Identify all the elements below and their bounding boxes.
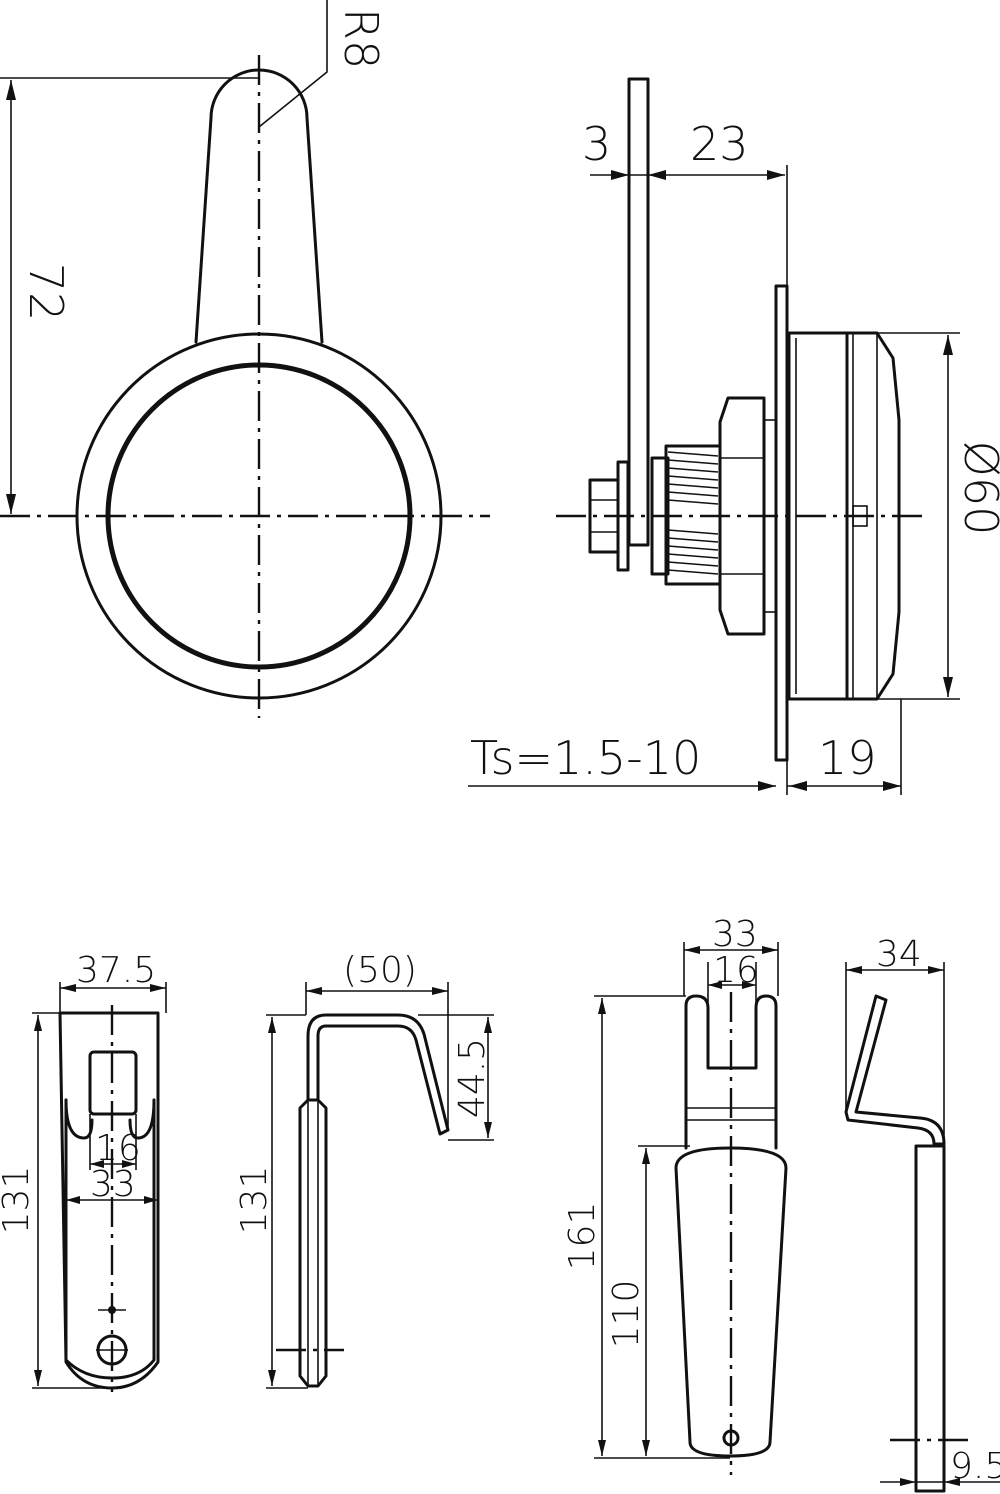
lever-slot-label: 16 (713, 950, 759, 991)
bracket-height-label: 131 (0, 1166, 37, 1235)
arrow (34, 1015, 42, 1031)
bracket-tab-right (128, 1098, 156, 1140)
bracket-drop-label: 44.5 (452, 1038, 493, 1118)
bracket-side-bar (298, 1098, 328, 1388)
arrow (34, 1370, 42, 1386)
arrow (642, 1148, 650, 1164)
arrow (943, 677, 953, 697)
lever-front-view: 33 16 161 110 (562, 914, 788, 1475)
arrow (708, 981, 722, 989)
arrow (928, 966, 944, 974)
side-height-label: 131 (234, 1166, 275, 1235)
arrow (943, 335, 953, 355)
arrow (846, 966, 862, 974)
arrow (611, 170, 629, 180)
arrow (684, 946, 700, 954)
thickness-range-label: Ts=1.5-10 (470, 731, 701, 785)
arrow (268, 1370, 276, 1386)
arrow (122, 1160, 136, 1168)
threads (667, 451, 719, 575)
bracket-width-label: 37.5 (76, 950, 156, 991)
arrow (150, 984, 166, 992)
radius-label: R8 (334, 8, 388, 69)
arrow (306, 987, 322, 995)
lever-body (674, 1146, 788, 1458)
body-depth-label: 19 (818, 731, 877, 785)
lever-side-profile (844, 994, 946, 1146)
arrow (648, 170, 666, 180)
arrow (598, 1440, 606, 1456)
arrow (642, 1440, 650, 1456)
arrow (944, 1478, 960, 1486)
lever-side-bar (914, 1144, 946, 1493)
bracket-span-label: (50) (343, 950, 417, 991)
arrow (742, 981, 756, 989)
arrow (484, 1122, 492, 1138)
bracket-slot-label: 16 (95, 1128, 141, 1169)
projection-label: 23 (690, 117, 749, 171)
arrow (900, 1478, 916, 1486)
arrow (767, 170, 785, 180)
offset-width-label: 34 (876, 934, 922, 975)
lever-total-label: 161 (562, 1202, 603, 1271)
bracket-tab-left (64, 1098, 94, 1140)
bracket-side-profile (306, 1013, 450, 1136)
height-label: 72 (19, 263, 73, 322)
arrow (90, 1160, 104, 1168)
arrow (789, 781, 807, 791)
arrow (762, 946, 778, 954)
arrow (268, 1017, 276, 1033)
offset-thickness-label: 9.5 (950, 1446, 1000, 1487)
door-panel (774, 284, 789, 762)
arrow (432, 987, 448, 995)
arrow (6, 80, 16, 100)
arrow (758, 781, 776, 791)
lever-pivot (722, 1429, 740, 1447)
radius-leader (258, 0, 328, 128)
bracket-side-view: (50) 44.5 131 (234, 950, 494, 1389)
front-view: R8 72 (0, 0, 490, 718)
arrow (66, 1196, 80, 1204)
bracket-front-view: 37.5 16 33 131 (0, 950, 167, 1392)
lever-side-view: 34 9.5 (844, 934, 1000, 1493)
hex-nut (718, 396, 766, 636)
arrow (60, 984, 76, 992)
arrow (883, 781, 901, 791)
lever-width-label: 33 (712, 914, 758, 955)
bracket-outer-label: 33 (90, 1164, 136, 1205)
diameter-label: Ø60 (954, 441, 1000, 536)
plate-thickness-label: 3 (582, 117, 611, 171)
arrow (598, 998, 606, 1014)
side-view: 3 23 Ø60 Ts=1.5-10 19 (468, 77, 1000, 795)
arrow (144, 1196, 158, 1204)
bracket-outline (58, 1011, 160, 1390)
lever-length-label: 110 (606, 1280, 647, 1349)
arrow (6, 494, 16, 514)
arrow (484, 1017, 492, 1033)
mounting-plate (627, 77, 650, 547)
